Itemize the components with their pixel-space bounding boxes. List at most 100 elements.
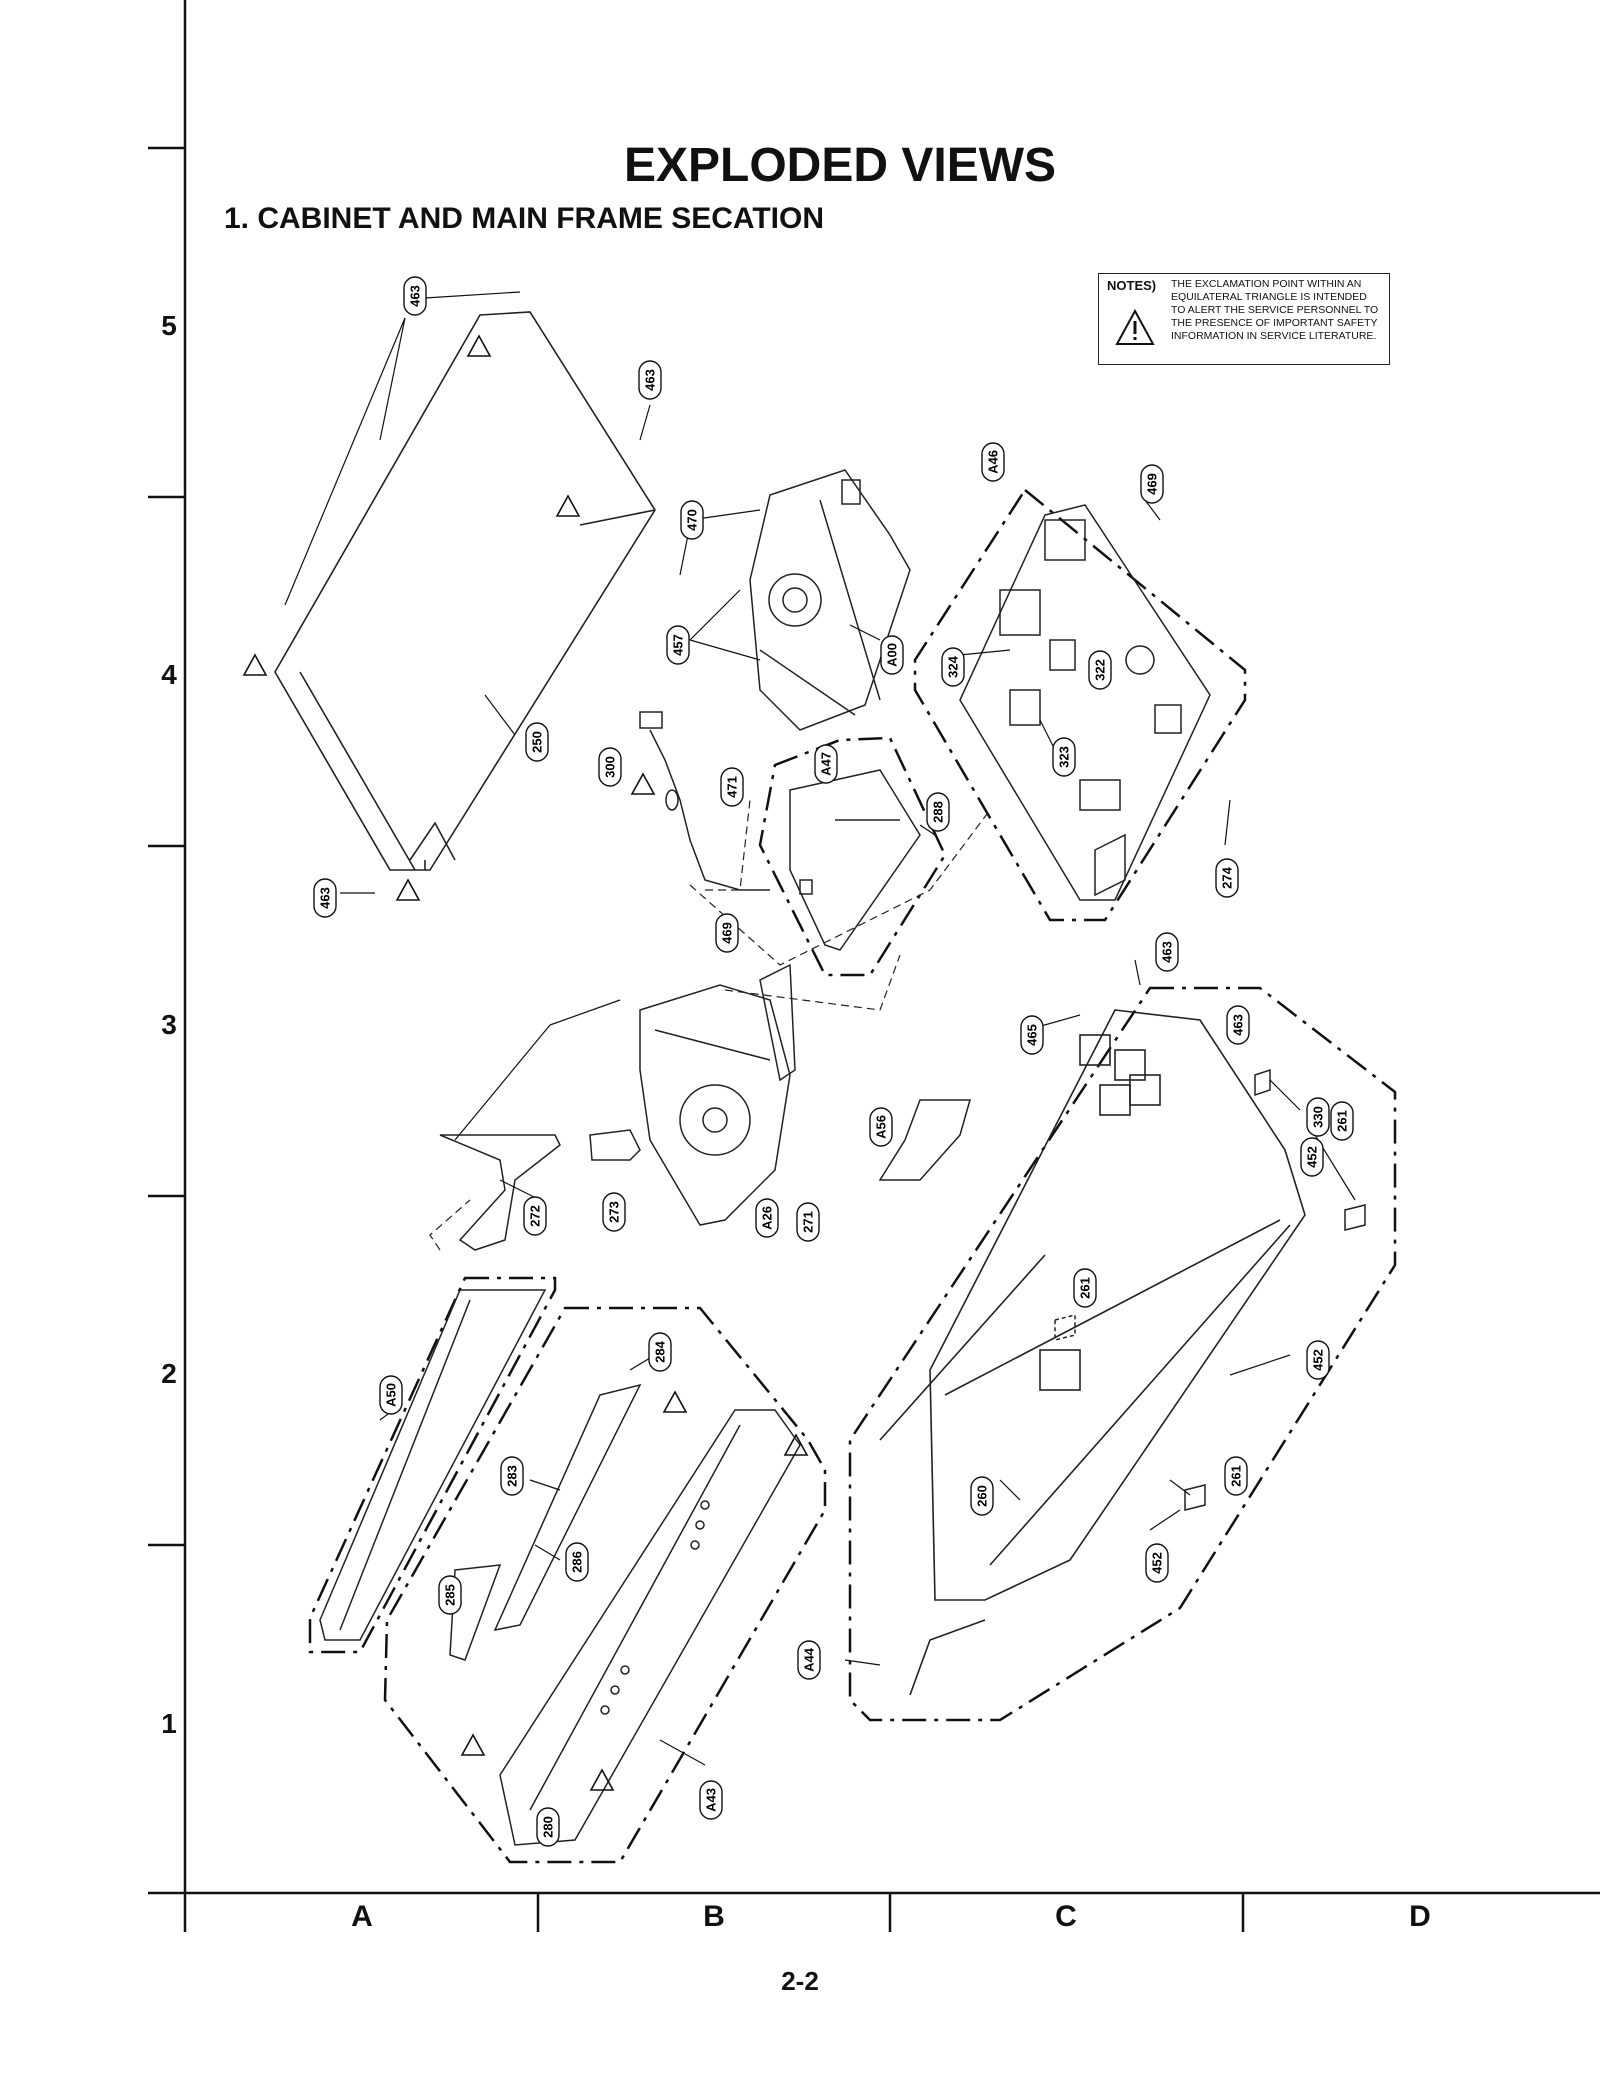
part-callout-label: A00 [885,643,900,667]
part-callout: 286 [565,1542,589,1582]
part-callout-label: 322 [1093,659,1108,681]
part-callout: 283 [500,1456,524,1496]
part-callout: 457 [666,625,690,665]
section-subtitle: 1. CABINET AND MAIN FRAME SECATION [224,202,824,235]
grid-row-label-1: 1 [161,1708,177,1739]
part-callout-label: 271 [801,1211,816,1233]
warning-triangles [242,334,809,1791]
part-callout-label: 261 [1335,1110,1350,1132]
front-panel-a43 [449,1383,801,1846]
part-callout: 284 [648,1332,672,1372]
part-callout-label: 300 [603,756,618,778]
part-callout-label: 288 [931,801,946,823]
grid-col-label-b: B [703,1900,725,1933]
part-callout: 330 [1306,1097,1330,1137]
part-callout-label: 261 [1078,1277,1093,1299]
part-callout: 452 [1145,1543,1169,1583]
part-callout: 323 [1052,737,1076,777]
part-callout-label: A47 [819,752,834,776]
part-callout-label: 280 [541,1816,556,1838]
shield-a56 [878,1099,971,1181]
part-callout-label: A56 [874,1115,889,1139]
notes-heading: NOTES) [1107,278,1157,293]
front-panel-a50 [319,1289,547,1641]
part-callout: A47 [814,744,838,784]
notes-text: THE EXCLAMATION POINT WITHIN AN EQUILATE… [1171,278,1379,342]
group-a46-outline [913,488,1247,922]
part-callout: 463 [1226,1005,1250,1045]
part-callout-label: 463 [1160,941,1175,963]
part-callout-label: 324 [946,655,961,677]
part-callout: 322 [1088,650,1112,690]
part-callout: 469 [715,913,739,953]
part-callout: A00 [880,635,904,675]
part-callout-label: 463 [1231,1014,1246,1036]
part-callout-label: 452 [1150,1552,1165,1574]
part-callout: A50 [379,1375,403,1415]
part-callout-label: 470 [685,509,700,531]
grid-col-label-a: A [351,1900,373,1933]
part-callout-label: A50 [384,1383,399,1407]
part-callout: 272 [523,1196,547,1236]
notes-box: NOTES) THE EXCLAMATION POINT WITHIN AN E… [1098,273,1390,365]
part-callout-label: 272 [528,1205,543,1227]
part-callout: 452 [1306,1340,1330,1380]
part-callout: 271 [796,1202,820,1242]
pcb-a47 [789,769,921,951]
part-callout: A46 [981,442,1005,482]
part-callout: 274 [1215,858,1239,898]
part-callout-label: 283 [505,1465,520,1487]
group-a44-outline [848,986,1397,1722]
part-callout: 280 [536,1807,560,1847]
part-callout-label: 330 [1311,1106,1326,1128]
deck-mechanism-a00 [749,469,911,731]
main-board-a46 [959,504,1211,901]
front-loader-a26 [639,963,796,1226]
part-callout: 463 [1155,932,1179,972]
part-callout: 300 [598,747,622,787]
part-callout: 285 [438,1575,462,1615]
part-callout-label: 260 [975,1485,990,1507]
part-callout-label: 452 [1311,1349,1326,1371]
grid-row-label-3: 3 [161,1009,177,1040]
page-title: EXPLODED VIEWS [623,139,1057,192]
parts-261 [1054,1068,1366,1511]
part-callout-label: 274 [1220,866,1235,888]
part-callout-label: 463 [643,369,658,391]
part-callout: 324 [941,647,965,687]
part-callout-label: 457 [671,634,686,656]
part-callout: 273 [602,1192,626,1232]
part-callout: 288 [926,792,950,832]
grid-row-label-5: 5 [161,310,177,341]
part-callout: 261 [1330,1101,1354,1141]
part-callout-label: 469 [1145,473,1160,495]
leader-lines [284,291,1356,1766]
part-callout-label: 452 [1305,1146,1320,1168]
part-callout-label: 261 [1229,1465,1244,1487]
warning-triangle-icon [1115,308,1155,345]
page-number: 2-2 [781,1966,819,1996]
group-a47-outline [758,736,947,977]
part-callout-label: 285 [443,1584,458,1606]
grid-row-label-2: 2 [161,1358,177,1389]
part-callout-label: 284 [653,1340,668,1362]
part-callout: A26 [755,1198,779,1238]
part-callout-label: 463 [408,285,423,307]
part-callout-label: 250 [530,731,545,753]
part-callout-label: 463 [318,887,333,909]
connection-lines [429,799,991,1251]
grid-col-label-d: D [1409,1900,1431,1933]
part-callout: 260 [970,1476,994,1516]
part-callout-label: 286 [570,1551,585,1573]
part-callout-label: 469 [720,922,735,944]
part-callout-label: A44 [802,1647,817,1672]
part-callout: 463 [313,878,337,918]
power-cord-300 [639,711,770,891]
part-callout: 261 [1224,1456,1248,1496]
part-callout: 250 [525,722,549,762]
main-frame-260 [879,1009,1306,1696]
part-callout-label: 323 [1057,746,1072,768]
part-callout: A43 [699,1780,723,1820]
